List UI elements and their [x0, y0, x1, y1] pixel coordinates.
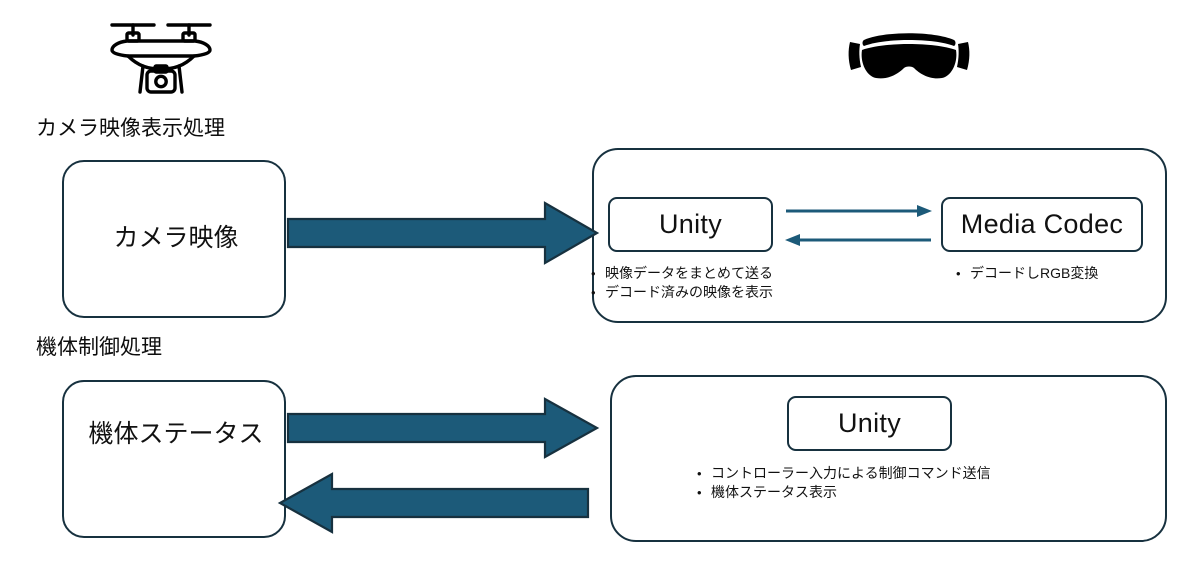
list-item: • 映像データをまとめて送る	[591, 264, 773, 283]
control-command-arrow	[277, 472, 590, 534]
bullet-text: デコードしRGB変換	[970, 265, 1099, 281]
list-item: • デコード済みの映像を表示	[591, 283, 773, 302]
bullet-dot-icon: •	[697, 466, 702, 481]
airframe-status-box[interactable]: 機体ステータス	[62, 380, 286, 538]
vr-headset-icon	[848, 26, 970, 84]
camera-video-box-label: カメラ映像	[113, 224, 239, 252]
bullet-text: 機体ステータス表示	[711, 484, 837, 500]
unity-box-control-label: Unity	[837, 408, 901, 438]
section-caption-control: 機体制御処理	[36, 336, 162, 359]
control-bullets: • コントローラー入力による制御コマンド送信 • 機体ステータス表示	[697, 464, 991, 502]
airframe-status-box-label: 機体ステータス	[88, 420, 264, 448]
media-codec-box[interactable]: Media Codec	[941, 197, 1143, 252]
bullet-text: 映像データをまとめて送る	[605, 265, 773, 281]
drone-icon	[96, 8, 226, 94]
unity-box-control[interactable]: Unity	[787, 396, 952, 451]
media-codec-box-label: Media Codec	[960, 209, 1124, 239]
camera-video-flow-arrow	[286, 201, 600, 265]
bullet-text: デコード済みの映像を表示	[605, 284, 773, 300]
list-item: • デコードしRGB変換	[956, 264, 1098, 283]
status-request-arrow	[286, 397, 600, 459]
media-codec-bullets: • デコードしRGB変換	[956, 264, 1098, 283]
bullet-dot-icon: •	[591, 285, 596, 300]
bullet-dot-icon: •	[956, 266, 961, 281]
list-item: • コントローラー入力による制御コマンド送信	[697, 464, 991, 483]
bullet-dot-icon: •	[591, 266, 596, 281]
section-caption-camera: カメラ映像表示処理	[36, 117, 225, 140]
list-item: • 機体ステータス表示	[697, 483, 991, 502]
bullet-text: コントローラー入力による制御コマンド送信	[711, 465, 991, 481]
unity-bullets: • 映像データをまとめて送る • デコード済みの映像を表示	[591, 264, 773, 302]
bullet-dot-icon: •	[697, 485, 702, 500]
camera-video-box[interactable]: カメラ映像	[62, 160, 286, 318]
unity-box-camera[interactable]: Unity	[608, 197, 773, 252]
unity-box-camera-label: Unity	[658, 209, 722, 239]
